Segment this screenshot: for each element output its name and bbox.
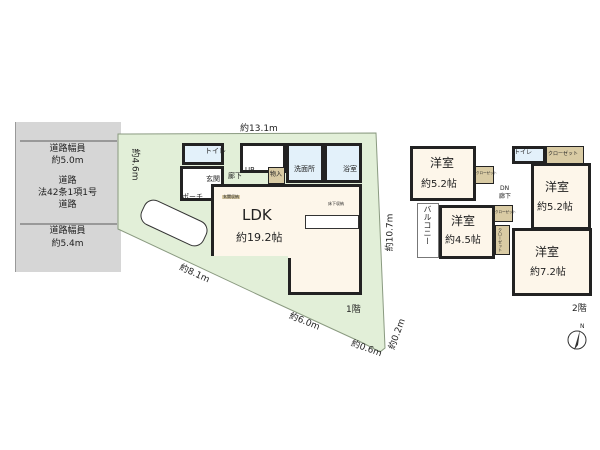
label-room-b: 洋室 <box>545 180 570 194</box>
label-room-d-size: 約7.2帖 <box>530 267 566 278</box>
label-room-c: 洋室 <box>451 214 476 228</box>
room-a-2f <box>410 146 476 201</box>
label-hall-1f: 廊下 <box>228 172 242 180</box>
lot-dim-left: 約4.6m <box>129 148 140 181</box>
label-shoe-storage: 玄関収納 <box>222 194 240 199</box>
lot-dim-top: 約13.1m <box>240 124 278 134</box>
label-hall-2f: 廊下 <box>499 193 512 200</box>
label-room-a: 洋室 <box>430 156 455 170</box>
car-icon <box>140 199 208 247</box>
balcony <box>417 203 439 258</box>
road-width-top: 約5.0m <box>51 156 84 166</box>
closet-d <box>495 225 510 255</box>
storage-1f <box>268 167 285 184</box>
closet-c <box>494 205 513 222</box>
compass-icon <box>567 330 587 350</box>
label-bath: 浴室 <box>343 165 357 173</box>
ldk-fill <box>288 248 359 258</box>
label-toilet-1f: トイレ <box>205 147 226 155</box>
label-ldk-size: 約19.2帖 <box>236 231 283 244</box>
road-width-top-label: 道路幅員 <box>49 144 86 154</box>
lot-dim-right: 約10.7m <box>385 213 396 252</box>
road-type-1: 道路 <box>58 176 77 186</box>
label-underfloor: 床下収納 <box>328 201 344 206</box>
room-washroom <box>286 143 324 183</box>
compass-label: N <box>580 323 585 330</box>
label-ldk: LDK <box>242 206 272 224</box>
closet-a <box>475 166 494 184</box>
room-toilet-2f <box>512 146 546 164</box>
label-closet-d: クローゼット <box>498 228 503 252</box>
label-up: UP <box>245 166 255 174</box>
label-room-d: 洋室 <box>535 245 560 259</box>
label-toilet-2f: トイレ <box>514 149 533 156</box>
label-room-a-size: 約5.2帖 <box>421 179 457 190</box>
label-floor1: 1階 <box>346 305 361 315</box>
label-room-c-size: 約4.5帖 <box>445 235 481 246</box>
road <box>15 122 121 272</box>
label-closet-top: クローゼット <box>548 151 579 157</box>
label-room-b-size: 約5.2帖 <box>537 202 573 213</box>
label-washroom: 洗面所 <box>294 165 315 173</box>
kitchen-counter <box>305 215 359 229</box>
room-b-2f <box>531 163 591 230</box>
label-floor2: 2階 <box>572 304 587 314</box>
road-width-bottom-label: 道路幅員 <box>49 226 86 236</box>
label-porch: ポーチ <box>182 193 203 201</box>
label-entrance: 玄関 <box>206 175 220 183</box>
label-closet-a: クローゼット <box>476 171 497 175</box>
room-c-2f <box>439 205 495 259</box>
room-d-2f <box>512 228 592 296</box>
road-type-2: 法42条1項1号 <box>38 188 97 198</box>
room-toilet-1f <box>182 143 224 165</box>
label-closet-c: クローゼット <box>495 210 516 214</box>
room-bath <box>324 143 362 183</box>
road-type-3: 道路 <box>58 200 77 210</box>
label-dn: DN <box>500 185 510 192</box>
label-balcony: バルコニー <box>423 205 432 245</box>
label-storage: 物入 <box>270 171 283 178</box>
road-width-bottom: 約5.4m <box>51 239 84 249</box>
